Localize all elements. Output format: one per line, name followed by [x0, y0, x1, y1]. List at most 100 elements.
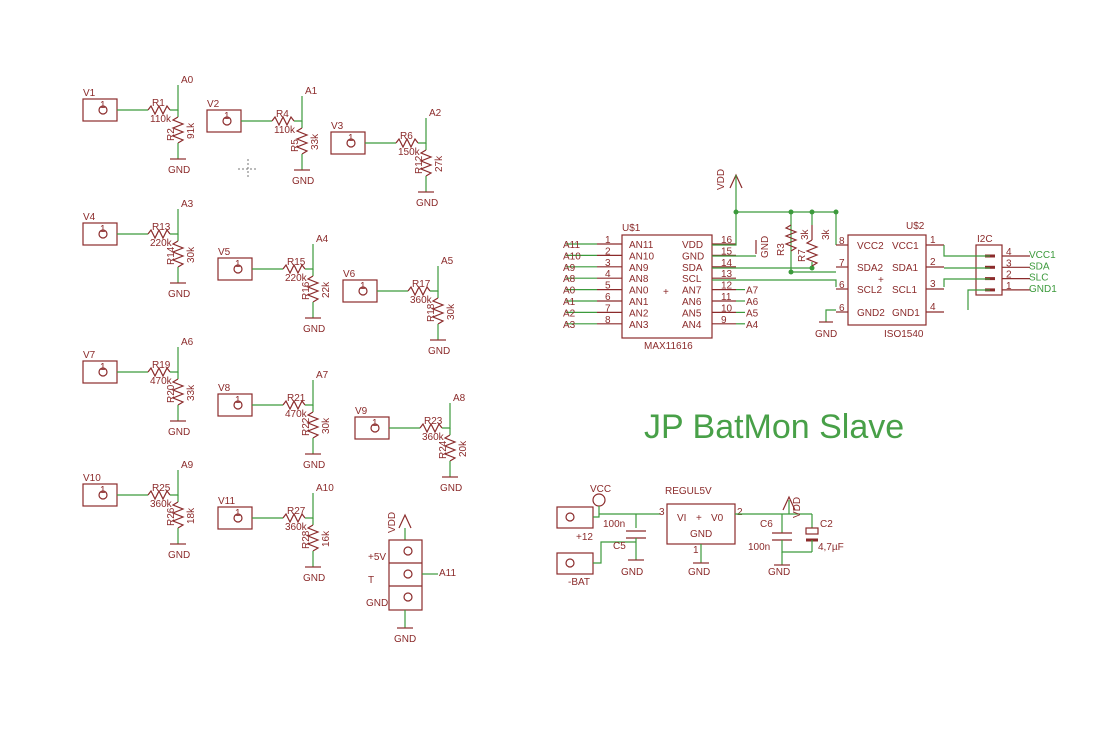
- r-top-value: 360k: [422, 432, 445, 443]
- u1-pin-name: AN4: [682, 320, 702, 331]
- r-bot-value: 33k: [310, 133, 321, 150]
- out-net: A5: [441, 256, 454, 267]
- out-net: A4: [316, 234, 329, 245]
- u1-pin-net: A8: [563, 274, 576, 285]
- out-net: A6: [181, 337, 194, 348]
- u1-body: [621, 234, 713, 339]
- header-net: A11: [439, 568, 456, 579]
- input-12v-connector: [556, 506, 594, 529]
- u1-pin-name: AN10: [629, 251, 654, 262]
- u2-pin-num: 6: [839, 280, 845, 291]
- r-top-resistor: [407, 285, 431, 297]
- u1-pin-name: AN9: [629, 263, 649, 274]
- u1-pin-name: VDD: [682, 240, 703, 251]
- vin-label: V10: [83, 473, 101, 484]
- u1-pin-name: GND: [682, 251, 704, 262]
- vdd-arrow-icon: [782, 495, 796, 511]
- gnd-label: GND: [303, 573, 325, 584]
- regulator-name: REGUL5V: [665, 486, 712, 497]
- r-top-resistor: [419, 422, 443, 434]
- u2-part: ISO1540: [884, 329, 924, 340]
- i2c-pin-num: 2: [1006, 270, 1012, 281]
- u1-pin-name: AN8: [629, 274, 649, 285]
- vin-label: V6: [343, 269, 356, 280]
- vdd-arrow-icon: [398, 513, 412, 529]
- vin-label: V9: [355, 406, 368, 417]
- vin-label: V8: [218, 383, 231, 394]
- u2-pin-name: SDA1: [892, 263, 919, 274]
- power-vdd-label: VDD: [792, 497, 803, 518]
- regulator-vo: V0: [711, 513, 724, 524]
- r-bot-ref: R22: [301, 417, 312, 436]
- u1-pin-net: A1: [563, 297, 576, 308]
- u1-pin-net: A3: [563, 320, 576, 331]
- r-top-resistor: [282, 512, 306, 524]
- regulator-gnd: GND: [690, 529, 712, 540]
- u1-part: MAX11616: [644, 341, 693, 352]
- vin-label: V11: [218, 496, 235, 507]
- u1-pin-net: A2: [563, 308, 576, 319]
- out-net: A3: [181, 199, 194, 210]
- r-top-ref: R27: [287, 506, 306, 517]
- u1-pin-num: 14: [721, 258, 733, 269]
- u2-pin-num: 3: [930, 279, 936, 290]
- r-bot-value: 30k: [321, 417, 332, 434]
- r3-resistor: [784, 224, 798, 252]
- svg-text:1: 1: [100, 100, 106, 111]
- u1-pin-num: 15: [721, 246, 733, 257]
- r-top-value: 360k: [285, 522, 308, 533]
- u2-pin-num: 6: [839, 303, 845, 314]
- u1-pin-num: 9: [721, 315, 727, 326]
- r-top-ref: R23: [424, 416, 443, 427]
- out-net: A9: [181, 460, 194, 471]
- r-bot-ref: R18: [426, 303, 437, 322]
- u2-pin-num: 8: [839, 236, 845, 247]
- r-bot-resistor: [306, 524, 320, 552]
- r-top-value: 470k: [150, 376, 173, 387]
- r-bot-value: 27k: [434, 155, 445, 172]
- r-bot-ref: R26: [166, 507, 177, 526]
- u1-pin-name: AN7: [682, 286, 702, 297]
- u1-pin-num: 2: [605, 246, 611, 257]
- svg-text:1: 1: [100, 362, 106, 373]
- r-top-resistor: [147, 366, 171, 378]
- u1-pin-num: 3: [605, 258, 611, 269]
- svg-text:1: 1: [100, 485, 106, 496]
- u2-pin-num: 7: [839, 258, 845, 269]
- r-bot-resistor: [443, 434, 457, 462]
- r-bot-resistor: [171, 501, 185, 529]
- r-bot-ref: R14: [166, 246, 177, 265]
- r-bot-resistor: [419, 149, 433, 177]
- r-top-resistor: [147, 104, 171, 116]
- svg-text:1: 1: [348, 133, 354, 144]
- gnd-label: GND: [292, 176, 314, 187]
- r-bot-resistor: [171, 116, 185, 144]
- r-top-resistor: [282, 263, 306, 275]
- out-net: A10: [316, 483, 334, 494]
- i2c-net: SDA: [1029, 261, 1050, 272]
- r-top-value: 220k: [285, 273, 308, 284]
- c6-value: 100n: [748, 542, 770, 553]
- i2c-pin-num: 3: [1006, 258, 1012, 269]
- r-top-resistor: [271, 115, 295, 127]
- r-top-ref: R21: [287, 393, 306, 404]
- regulator-pin-gnd: 1: [693, 545, 699, 556]
- header-label-gnd: GND: [366, 598, 388, 609]
- r-top-resistor: [282, 399, 306, 411]
- r-top-ref: R4: [276, 109, 289, 120]
- u1-pin-name: AN3: [629, 320, 649, 331]
- r-bot-value: 16k: [321, 530, 332, 547]
- r7-value: 3k: [821, 228, 832, 240]
- regulator-pin-out: 2: [737, 507, 743, 518]
- c5-value: 100n: [603, 519, 625, 530]
